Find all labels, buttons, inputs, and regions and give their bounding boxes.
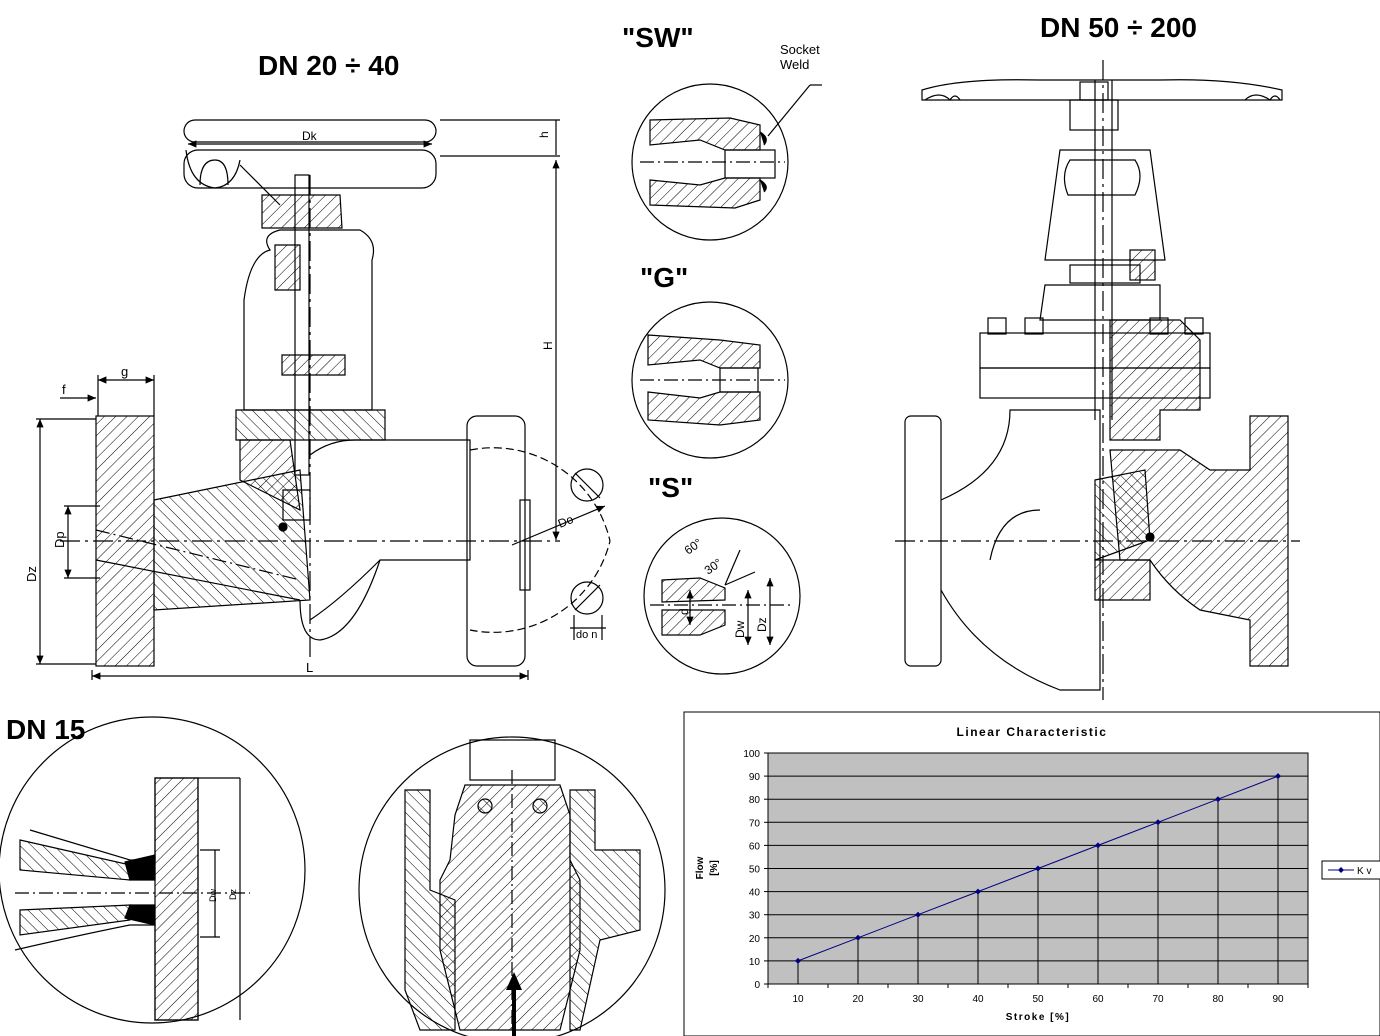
dim-s-dz: Dz bbox=[755, 617, 769, 632]
socket-weld-label-1: Socket bbox=[780, 42, 820, 57]
y-tick-label: 80 bbox=[749, 795, 761, 806]
title-g: "G" bbox=[640, 262, 689, 293]
dim-s-dw: Dw bbox=[733, 620, 747, 638]
y-tick-label: 100 bbox=[743, 749, 760, 760]
dim-h-big: H bbox=[541, 341, 555, 350]
x-tick-label: 30 bbox=[912, 994, 924, 1005]
dn15-plug-detail bbox=[358, 736, 666, 1036]
dim-h-small: h bbox=[537, 131, 551, 138]
x-tick-label: 90 bbox=[1272, 994, 1284, 1005]
dim-g: g bbox=[121, 364, 128, 379]
s-detail bbox=[643, 517, 801, 675]
x-tick-label: 70 bbox=[1152, 994, 1164, 1005]
y-tick-label: 30 bbox=[749, 911, 761, 922]
y-axis-label: Flow bbox=[695, 856, 706, 879]
dim-dk: Dk bbox=[302, 129, 318, 143]
x-tick-labels: 10 20 30 40 50 60 70 80 90 bbox=[792, 994, 1284, 1005]
series-kv bbox=[795, 773, 1281, 964]
title-dn50-200: DN 50 ÷ 200 bbox=[1040, 12, 1198, 43]
dn50-200-valve bbox=[895, 60, 1300, 700]
dim-do: Do bbox=[556, 512, 576, 531]
flow-arrow-head bbox=[506, 972, 522, 990]
dim-dn15-dw: Dw bbox=[208, 889, 218, 902]
title-s: "S" bbox=[648, 472, 694, 503]
data-point bbox=[1275, 773, 1281, 780]
x-tick-label: 40 bbox=[972, 994, 984, 1005]
title-sw: "SW" bbox=[622, 22, 694, 53]
dn15-socket-detail bbox=[0, 716, 306, 1024]
x-tick-label: 50 bbox=[1032, 994, 1044, 1005]
dim-s-30: 30° bbox=[702, 555, 725, 577]
y-tick-label: 40 bbox=[749, 888, 761, 899]
dim-s-d: d bbox=[677, 608, 691, 615]
data-point bbox=[1095, 842, 1101, 849]
title-dn20-40: DN 20 ÷ 40 bbox=[258, 50, 400, 81]
y-tick-label: 10 bbox=[749, 957, 761, 968]
x-tick-label: 20 bbox=[852, 994, 864, 1005]
socket-weld-label-2: Weld bbox=[780, 57, 810, 72]
data-point bbox=[1215, 796, 1221, 803]
chart-title: Linear Characteristic bbox=[957, 725, 1108, 739]
x-axis-label: Stroke [%] bbox=[1006, 1012, 1070, 1023]
dim-dn15-dz: Dz bbox=[228, 889, 238, 900]
data-point bbox=[1035, 865, 1041, 872]
data-point bbox=[855, 934, 861, 941]
legend-marker bbox=[1338, 867, 1344, 873]
sw-detail bbox=[631, 83, 822, 241]
y-axis-unit: [%] bbox=[709, 860, 720, 876]
y-tick-label: 70 bbox=[749, 818, 761, 829]
y-tick-label: 0 bbox=[754, 980, 760, 991]
data-point bbox=[975, 888, 981, 895]
chart-linear-characteristic: 0 10 20 30 40 50 60 70 80 90 100 10 20 30 40 50 60 70 80 9… bbox=[683, 711, 1380, 1036]
dim-do-n: do n bbox=[576, 629, 597, 641]
data-point bbox=[795, 957, 801, 964]
dn20-40-valve bbox=[36, 119, 611, 680]
g-detail bbox=[631, 301, 789, 459]
dim-dp: Dp bbox=[52, 531, 67, 548]
dim-dz: Dz bbox=[24, 566, 39, 582]
dim-l: L bbox=[306, 660, 313, 675]
x-tick-label: 60 bbox=[1092, 994, 1104, 1005]
data-point bbox=[1155, 819, 1161, 826]
y-tick-label: 60 bbox=[749, 841, 761, 852]
y-tick-labels: 0 10 20 30 40 50 60 70 80 90 100 bbox=[743, 749, 760, 991]
x-tick-label: 10 bbox=[792, 994, 804, 1005]
data-point bbox=[915, 911, 921, 918]
y-tick-label: 90 bbox=[749, 772, 761, 783]
x-tick-label: 80 bbox=[1212, 994, 1224, 1005]
y-tick-label: 20 bbox=[749, 934, 761, 945]
dim-s-60: 60° bbox=[682, 535, 705, 557]
legend-label: K v bbox=[1357, 866, 1371, 877]
dim-f: f bbox=[62, 382, 66, 397]
y-tick-label: 50 bbox=[749, 865, 761, 876]
